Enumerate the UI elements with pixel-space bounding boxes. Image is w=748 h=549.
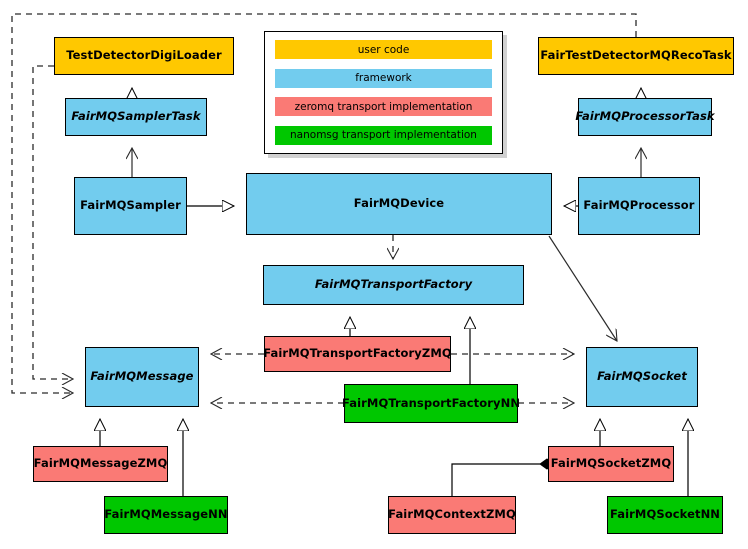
class-box-label: TestDetectorDigiLoader [66,48,222,63]
legend-label-zeromq: zeromq transport implementation [294,100,473,113]
class-box-label: FairMQContextZMQ [388,507,516,522]
class-box-fairmqsampler[interactable]: FairMQSampler [74,177,187,235]
class-box-fairmqmessagezmq[interactable]: FairMQMessageZMQ [33,446,168,482]
legend-label-nanomsg: nanomsg transport implementation [290,129,477,142]
class-box-label: FairMQSocket [597,369,687,384]
class-box-fairmqtransportfactorynn[interactable]: FairMQTransportFactoryNN [341,384,521,423]
class-box-label: FairMQSocketNN [609,507,721,522]
class-box-label: FairMQSocketZMQ [550,456,672,471]
class-box-label: FairMQMessageNN [104,507,228,522]
class-box-fairmqmessagenn[interactable]: FairMQMessageNN [104,496,228,534]
class-box-fairmqsocketzmq[interactable]: FairMQSocketZMQ [548,446,674,482]
class-box-label: FairMQProcessor [583,198,695,213]
class-box-fairmqsocketnn[interactable]: FairMQSocketNN [607,496,723,534]
class-box-label: FairMQTransportFactoryZMQ [263,346,452,361]
class-box-fairtestdetectormqrecotask[interactable]: FairTestDetectorMQRecoTask [538,37,734,75]
class-box-label: FairMQMessageZMQ [33,456,168,471]
class-box-fairmqtransportfactory[interactable]: FairMQTransportFactory [263,265,524,305]
class-box-fairmqdevice[interactable]: FairMQDevice [246,173,552,235]
class-box-label: FairMQDevice [353,196,445,211]
legend-panel: user code framework zeromq transport imp… [264,31,503,154]
class-box-fairmqtransportfactoryzmq[interactable]: FairMQTransportFactoryZMQ [263,336,452,372]
edge-contextzmq-to-socketzmq [451,458,555,496]
legend-label-framework: framework [355,72,412,85]
legend-item-framework: framework [275,68,492,88]
class-box-label: FairMQProcessorTask [575,109,715,124]
legend-item-zeromq: zeromq transport implementation [275,97,492,117]
class-box-label: FairMQSamplerTask [71,109,201,124]
class-box-fairmqmessage[interactable]: FairMQMessage [85,347,199,407]
legend-item-nanomsg: nanomsg transport implementation [275,125,492,145]
class-box-label: FairMQMessage [90,369,194,384]
class-box-label: FairTestDetectorMQRecoTask [540,48,732,63]
class-box-label: FairMQSampler [80,198,181,213]
class-box-label: FairMQTransportFactory [314,277,473,292]
class-box-testdetectordigiloader[interactable]: TestDetectorDigiLoader [54,37,234,75]
legend-label-user-code: user code [357,43,410,56]
legend-item-user-code: user code [275,40,492,59]
class-box-label: FairMQTransportFactoryNN [341,395,521,410]
class-box-fairmqsocket[interactable]: FairMQSocket [586,347,698,407]
class-box-fairmqprocessor[interactable]: FairMQProcessor [578,177,700,235]
edge-device-to-socket [548,235,617,341]
class-box-fairmqprocessortask[interactable]: FairMQProcessorTask [575,98,715,136]
class-box-fairmqcontextzmq[interactable]: FairMQContextZMQ [388,496,516,534]
class-box-fairmqsamplertask[interactable]: FairMQSamplerTask [65,98,207,136]
